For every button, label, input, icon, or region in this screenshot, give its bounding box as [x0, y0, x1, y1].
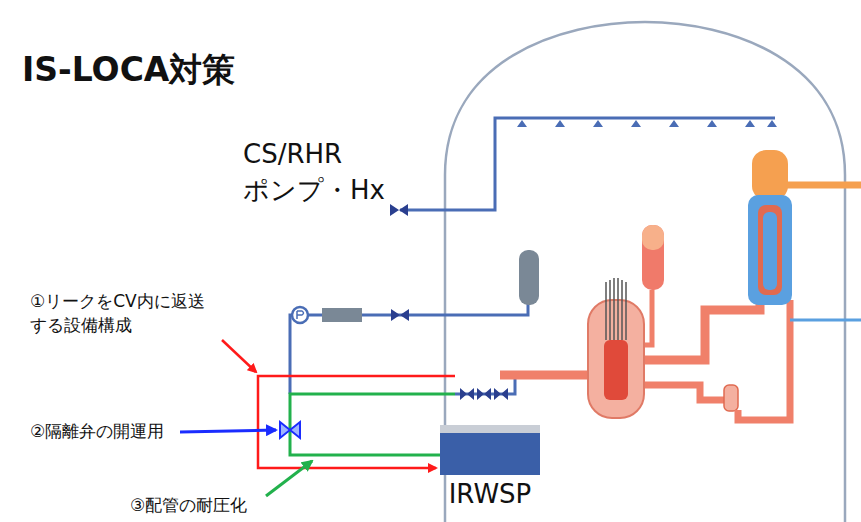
pressure-rated-pipe — [290, 394, 455, 455]
leader-arrow — [266, 461, 312, 496]
steam-generator — [748, 150, 861, 320]
isolation-valve — [280, 422, 300, 438]
pool-shape — [440, 425, 540, 475]
callout-text: ②隔離弁の開運用 — [30, 420, 180, 442]
component-label: CS/RHR ポンプ・Hx — [243, 136, 403, 209]
accumulator — [519, 250, 539, 305]
tank-node: IRWSP — [440, 425, 540, 511]
callout-text: ③配管の耐圧化 — [130, 494, 270, 516]
leader-arrow — [180, 430, 276, 432]
leader-arrow — [222, 340, 256, 372]
pump-line — [290, 300, 528, 394]
spray-line — [390, 118, 777, 216]
pressurizer — [642, 225, 664, 290]
leak-return-route — [258, 376, 455, 468]
callout-text: ①リークをCV内に返送 する設備構成 — [30, 290, 235, 338]
primary-loop — [500, 225, 790, 420]
reactor-vessel — [588, 278, 644, 418]
tank-label: IRWSP — [440, 478, 540, 511]
injection-line — [455, 377, 515, 400]
diagram-title: IS-LOCA対策 — [22, 48, 235, 93]
